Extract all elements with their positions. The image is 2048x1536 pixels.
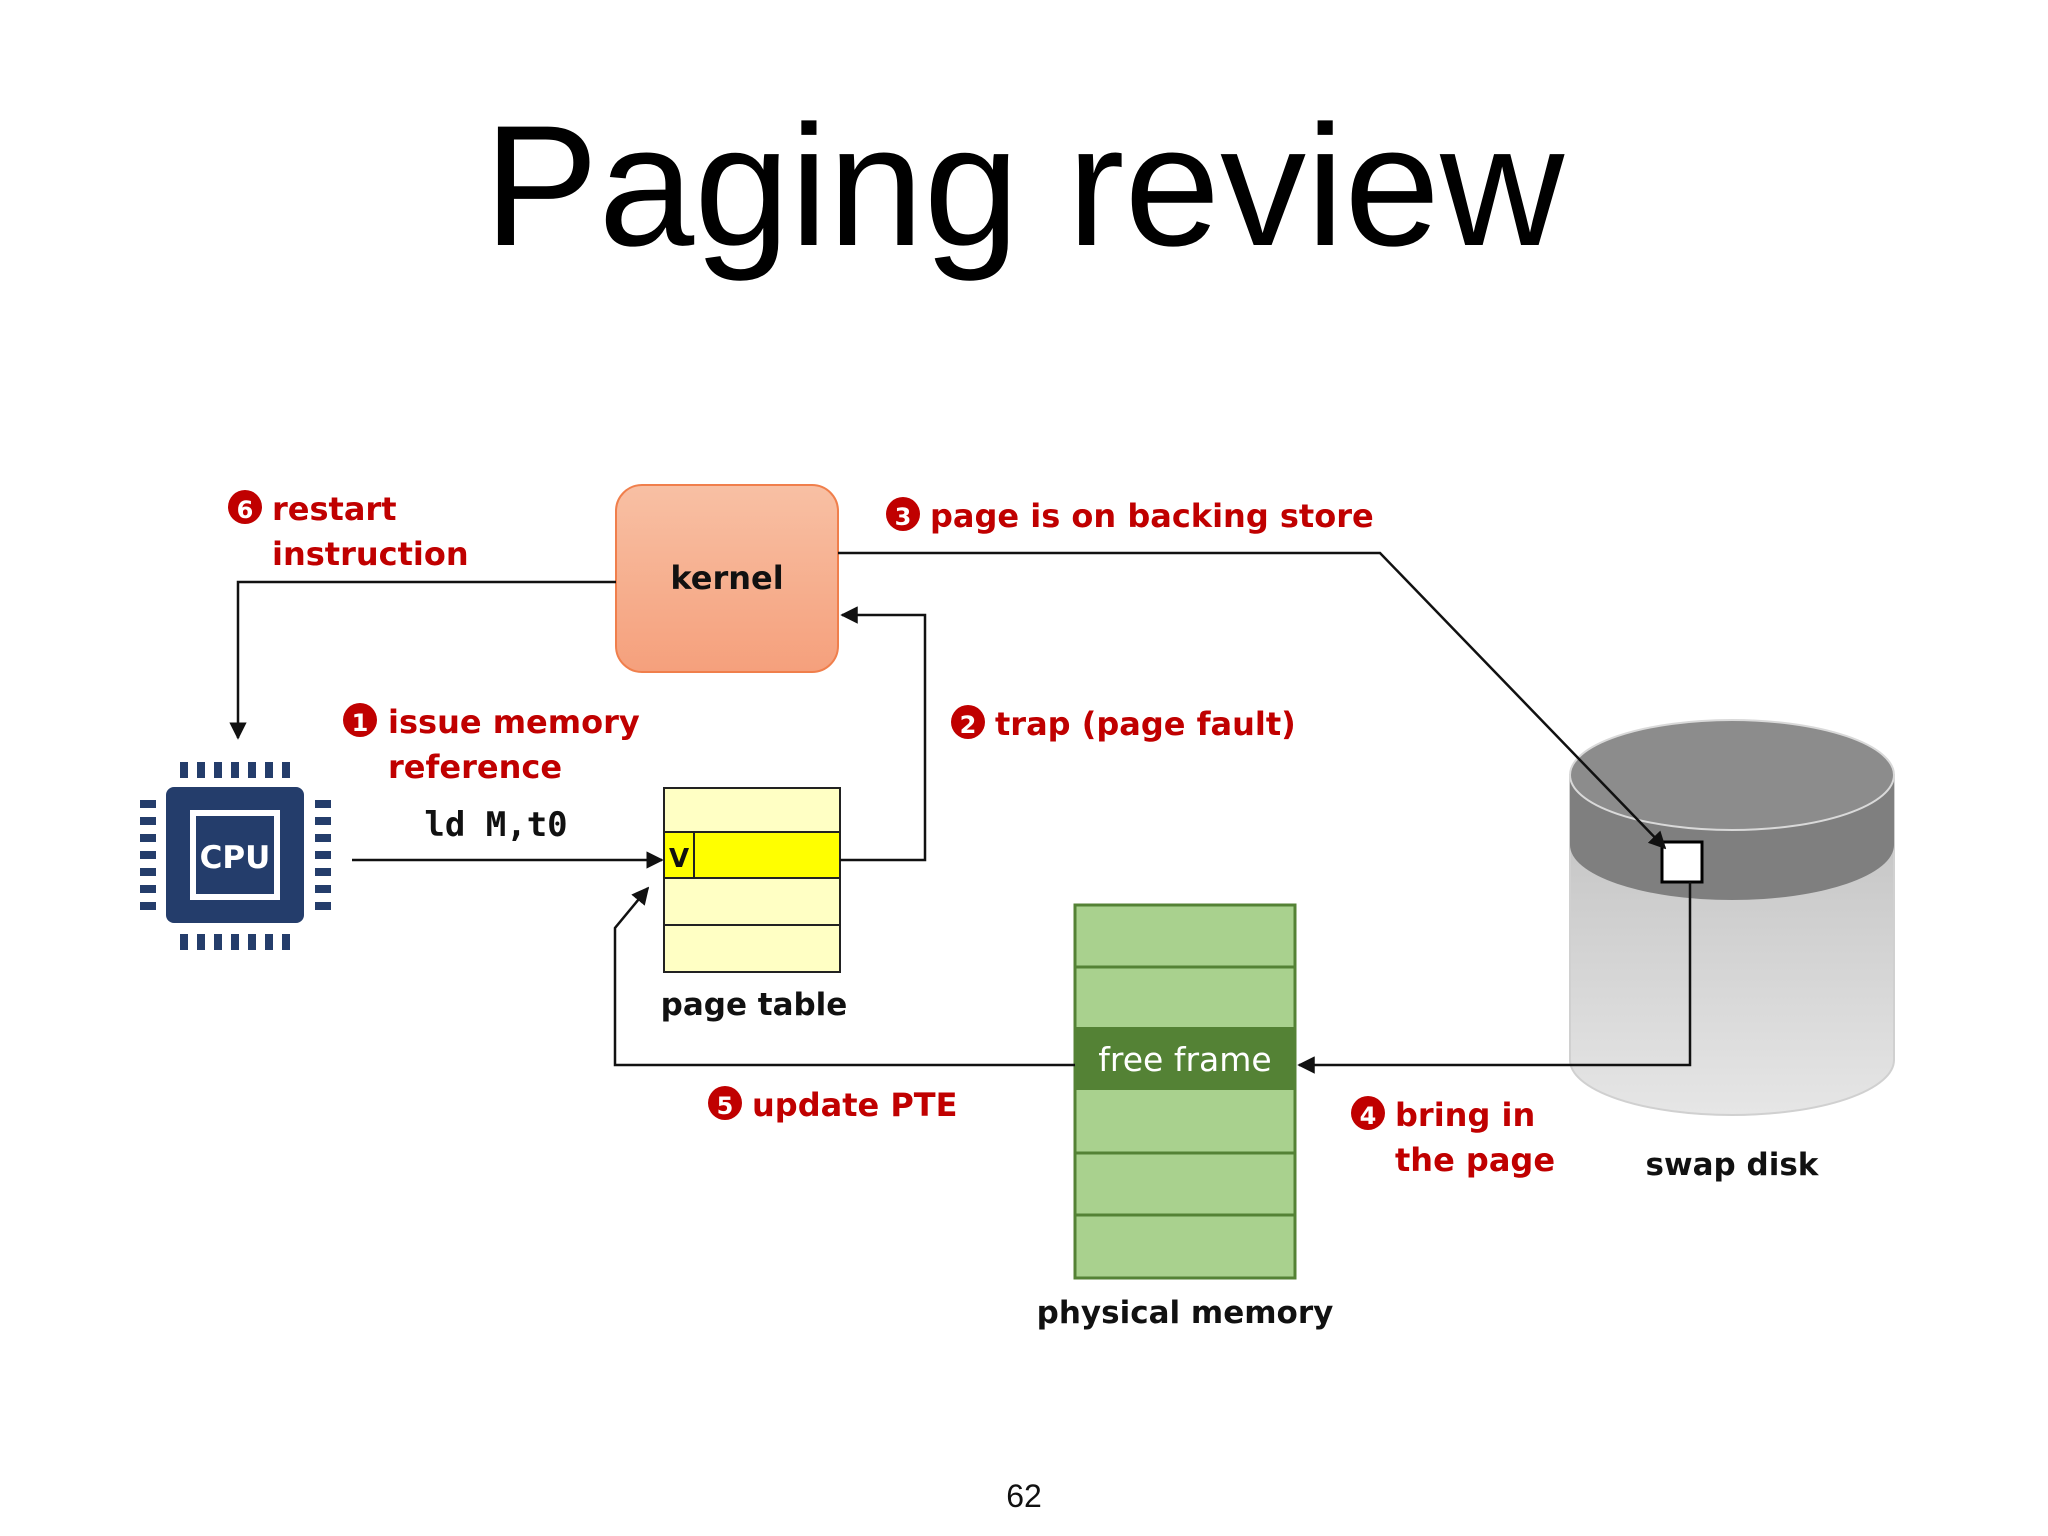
free-frame bbox=[1075, 1027, 1295, 1090]
step-4-line1: bring in bbox=[1395, 1096, 1535, 1134]
step-2-line1: trap (page fault) bbox=[995, 705, 1296, 743]
swapped-page bbox=[1660, 840, 1704, 884]
kernel-box: kernel bbox=[615, 484, 839, 673]
page-table-label: page table bbox=[661, 987, 848, 1023]
step-4-number: 4 bbox=[1360, 1102, 1377, 1130]
step-5: 5 update PTE bbox=[708, 1086, 957, 1124]
step-6-line2: instruction bbox=[272, 535, 469, 573]
step-6-line1: restart bbox=[272, 490, 397, 528]
step-1-line2: reference bbox=[388, 748, 562, 786]
swap-disk bbox=[1569, 719, 1895, 1116]
page-number: 62 bbox=[1006, 1478, 1042, 1514]
kernel-label: kernel bbox=[670, 559, 783, 597]
pte-row-valid bbox=[663, 831, 841, 879]
step-1: 1 issue memory reference bbox=[343, 703, 640, 786]
step-6-number: 6 bbox=[237, 496, 254, 524]
pte-valid-bit: V bbox=[669, 844, 689, 874]
cpu-icon: CPU bbox=[140, 762, 331, 950]
step-4: 4 bring in the page bbox=[1351, 1096, 1555, 1179]
arrow-trap bbox=[840, 606, 927, 862]
step-3-line1: page is on backing store bbox=[930, 497, 1374, 535]
instruction-text: ld M,t0 bbox=[424, 805, 567, 845]
arrow-restart bbox=[229, 580, 616, 740]
step-1-number: 1 bbox=[352, 709, 369, 737]
arrow-bring-in bbox=[1297, 882, 1692, 1074]
step-1-line1: issue memory bbox=[388, 703, 640, 741]
cpu-label: CPU bbox=[200, 840, 271, 876]
step-3-number: 3 bbox=[895, 503, 912, 531]
arrow-update-pte bbox=[613, 886, 1075, 1067]
step-3: 3 page is on backing store bbox=[886, 497, 1374, 535]
step-5-line1: update PTE bbox=[752, 1086, 957, 1124]
step-2-number: 2 bbox=[960, 711, 977, 739]
step-5-number: 5 bbox=[717, 1092, 734, 1120]
free-frame-label: free frame bbox=[1098, 1040, 1271, 1079]
swap-disk-label: swap disk bbox=[1646, 1147, 1820, 1183]
physical-memory: free frame bbox=[1073, 903, 1297, 1280]
physical-memory-label: physical memory bbox=[1037, 1295, 1334, 1331]
slide-title: Paging review bbox=[483, 90, 1565, 282]
step-2: 2 trap (page fault) bbox=[951, 705, 1296, 743]
step-6: 6 restart instruction bbox=[228, 490, 469, 573]
page-table: V bbox=[663, 787, 841, 973]
step-4-line2: the page bbox=[1395, 1141, 1555, 1179]
arrow-backing-store bbox=[838, 551, 1667, 850]
